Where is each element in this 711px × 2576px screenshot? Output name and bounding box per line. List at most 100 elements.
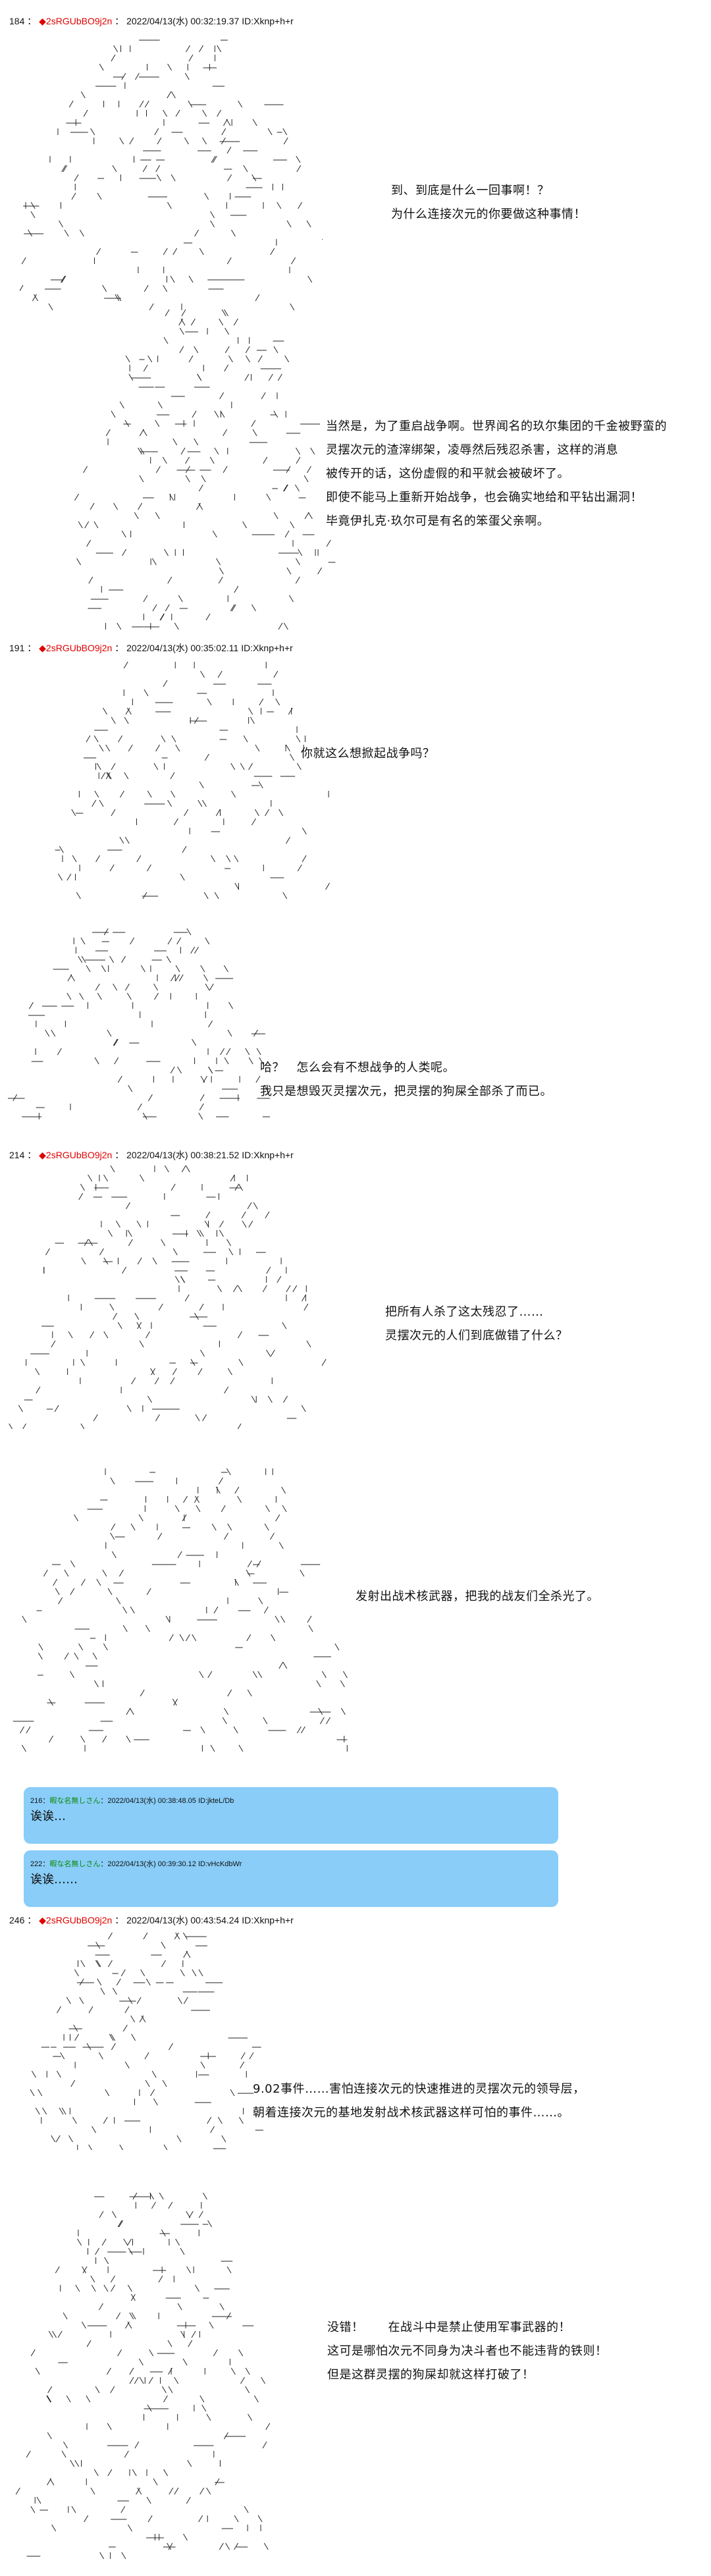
- art-stroke: [340, 1707, 346, 1715]
- reply-id[interactable]: ID:jkteL/Db: [198, 1797, 234, 1805]
- art-stroke: [109, 2033, 114, 2041]
- art-stroke: [136, 1322, 142, 1329]
- art-stroke: [180, 1969, 185, 1977]
- art-stroke: [86, 2340, 92, 2348]
- art-stroke: [237, 1285, 242, 1293]
- art-stroke: [66, 2395, 71, 2403]
- art-stroke: [118, 735, 122, 743]
- art-stroke: [116, 1978, 121, 1986]
- art-stroke: [148, 2376, 153, 2384]
- art-stroke: [88, 2006, 93, 2014]
- art-stroke: [74, 2033, 80, 2041]
- art-stroke: [215, 2478, 220, 2486]
- art-stroke: [247, 1560, 252, 1568]
- art-stroke: [142, 165, 147, 173]
- art-stroke: [265, 1505, 270, 1513]
- post-id[interactable]: ID:Xknp+h+r: [242, 1915, 294, 1925]
- art-stroke: [93, 2469, 99, 2477]
- art-stroke: [221, 2135, 226, 2143]
- art-stroke: [112, 1987, 117, 1995]
- art-stroke: [296, 1726, 302, 1734]
- art-stroke: [234, 585, 239, 593]
- art-stroke: [240, 2061, 245, 2069]
- art-stroke: [226, 1468, 231, 1476]
- art-stroke: [66, 992, 72, 1000]
- art-stroke: [194, 1312, 199, 1320]
- art-stroke: [101, 772, 106, 780]
- art-stroke: [109, 1303, 115, 1311]
- dialogue-line: 灵摆次元的渣滓绑架，凌辱然后残忍杀害，这样的消息: [326, 443, 618, 457]
- art-stroke: [111, 2033, 116, 2041]
- art-stroke: [31, 2070, 36, 2078]
- art-stroke: [252, 1671, 257, 1678]
- art-stroke: [284, 355, 290, 363]
- art-stroke: [163, 680, 168, 687]
- art-stroke: [179, 327, 184, 335]
- art-stroke: [200, 1075, 205, 1083]
- art-stroke: [251, 174, 257, 182]
- art-stroke: [185, 1634, 190, 1642]
- art-stroke: [224, 327, 230, 335]
- art-stroke: [120, 2506, 126, 2513]
- post-id[interactable]: ID:Xknp+h+r: [241, 643, 293, 653]
- art-stroke: [53, 1578, 58, 1586]
- art-stroke: [58, 873, 63, 881]
- red-diamond-icon: ◆: [39, 1150, 46, 1160]
- art-stroke: [99, 2552, 105, 2560]
- poster-trip[interactable]: 2sRGUbBO9j2n: [45, 643, 113, 653]
- art-stroke: [289, 595, 294, 603]
- art-stroke: [95, 1960, 100, 1968]
- art-stroke: [199, 45, 203, 53]
- art-stroke: [70, 1588, 75, 1596]
- art-stroke: [130, 2294, 136, 2301]
- poster-trip[interactable]: 2sRGUbBO9j2n: [45, 1915, 113, 1925]
- art-stroke: [128, 2247, 133, 2255]
- art-stroke: [199, 1094, 205, 1102]
- art-stroke: [177, 1066, 182, 1074]
- art-stroke: [134, 512, 139, 520]
- art-stroke: [286, 836, 291, 844]
- dialogue-block: 当然是，为了重启战争啊。世界闻名的玖尔集团的千金被野蛮的 灵摆次元的渣滓绑架，凌…: [326, 415, 667, 533]
- art-stroke: [134, 2376, 139, 2384]
- art-stroke: [197, 373, 202, 381]
- art-stroke: [158, 1303, 163, 1311]
- art-stroke: [92, 1652, 97, 1660]
- post-datetime: 2022/04/13(水) 00:43:54.24: [126, 1915, 240, 1925]
- art-stroke: [263, 1717, 268, 1725]
- art-stroke: [21, 1744, 26, 1752]
- art-stroke: [111, 1551, 117, 1559]
- art-stroke: [255, 1075, 261, 1083]
- post-id[interactable]: ID:Xknp+h+r: [242, 16, 294, 26]
- art-stroke: [147, 1395, 152, 1403]
- poster-trip[interactable]: 2sRGUbBO9j2n: [45, 1150, 113, 1160]
- art-stroke: [244, 373, 250, 381]
- art-stroke: [86, 2395, 91, 2403]
- art-stroke: [100, 1987, 105, 1995]
- art-stroke: [255, 294, 260, 302]
- art-stroke: [164, 549, 169, 556]
- art-stroke: [227, 1029, 232, 1037]
- art-stroke: [155, 419, 160, 427]
- art-stroke: [207, 1671, 213, 1678]
- art-stroke: [128, 373, 134, 381]
- art-stroke: [221, 1505, 226, 1513]
- art-stroke: [212, 530, 217, 538]
- reply-id[interactable]: ID:vHcKdbWr: [198, 1860, 242, 1868]
- poster-trip[interactable]: 2sRGUbBO9j2n: [45, 16, 113, 26]
- art-stroke: [278, 809, 284, 817]
- art-stroke: [136, 2487, 141, 2495]
- art-stroke: [103, 2116, 108, 2124]
- art-stroke: [81, 1257, 86, 1265]
- dialogue-line: 没错！ 在战斗中是禁止使用军事武器的！: [327, 2321, 571, 2334]
- art-stroke: [140, 1969, 145, 1977]
- art-stroke: [251, 1395, 256, 1403]
- post-number: 191: [9, 643, 25, 653]
- art-stroke: [168, 2542, 173, 2550]
- art-stroke: [61, 2450, 66, 2458]
- dialogue-block: 没错！ 在战斗中是禁止使用军事武器的！ 这可是哪怕次元不同身为决斗者也不能违背的…: [327, 2316, 608, 2387]
- post-header-184: 184 ： ◆2sRGUbBO9j2n ： 2022/04/13(水) 00:3…: [9, 16, 294, 26]
- art-stroke: [282, 892, 288, 899]
- art-stroke: [237, 1495, 242, 1503]
- post-id[interactable]: ID:Xknp+h+r: [242, 1150, 294, 1160]
- art-stroke: [73, 2024, 78, 2032]
